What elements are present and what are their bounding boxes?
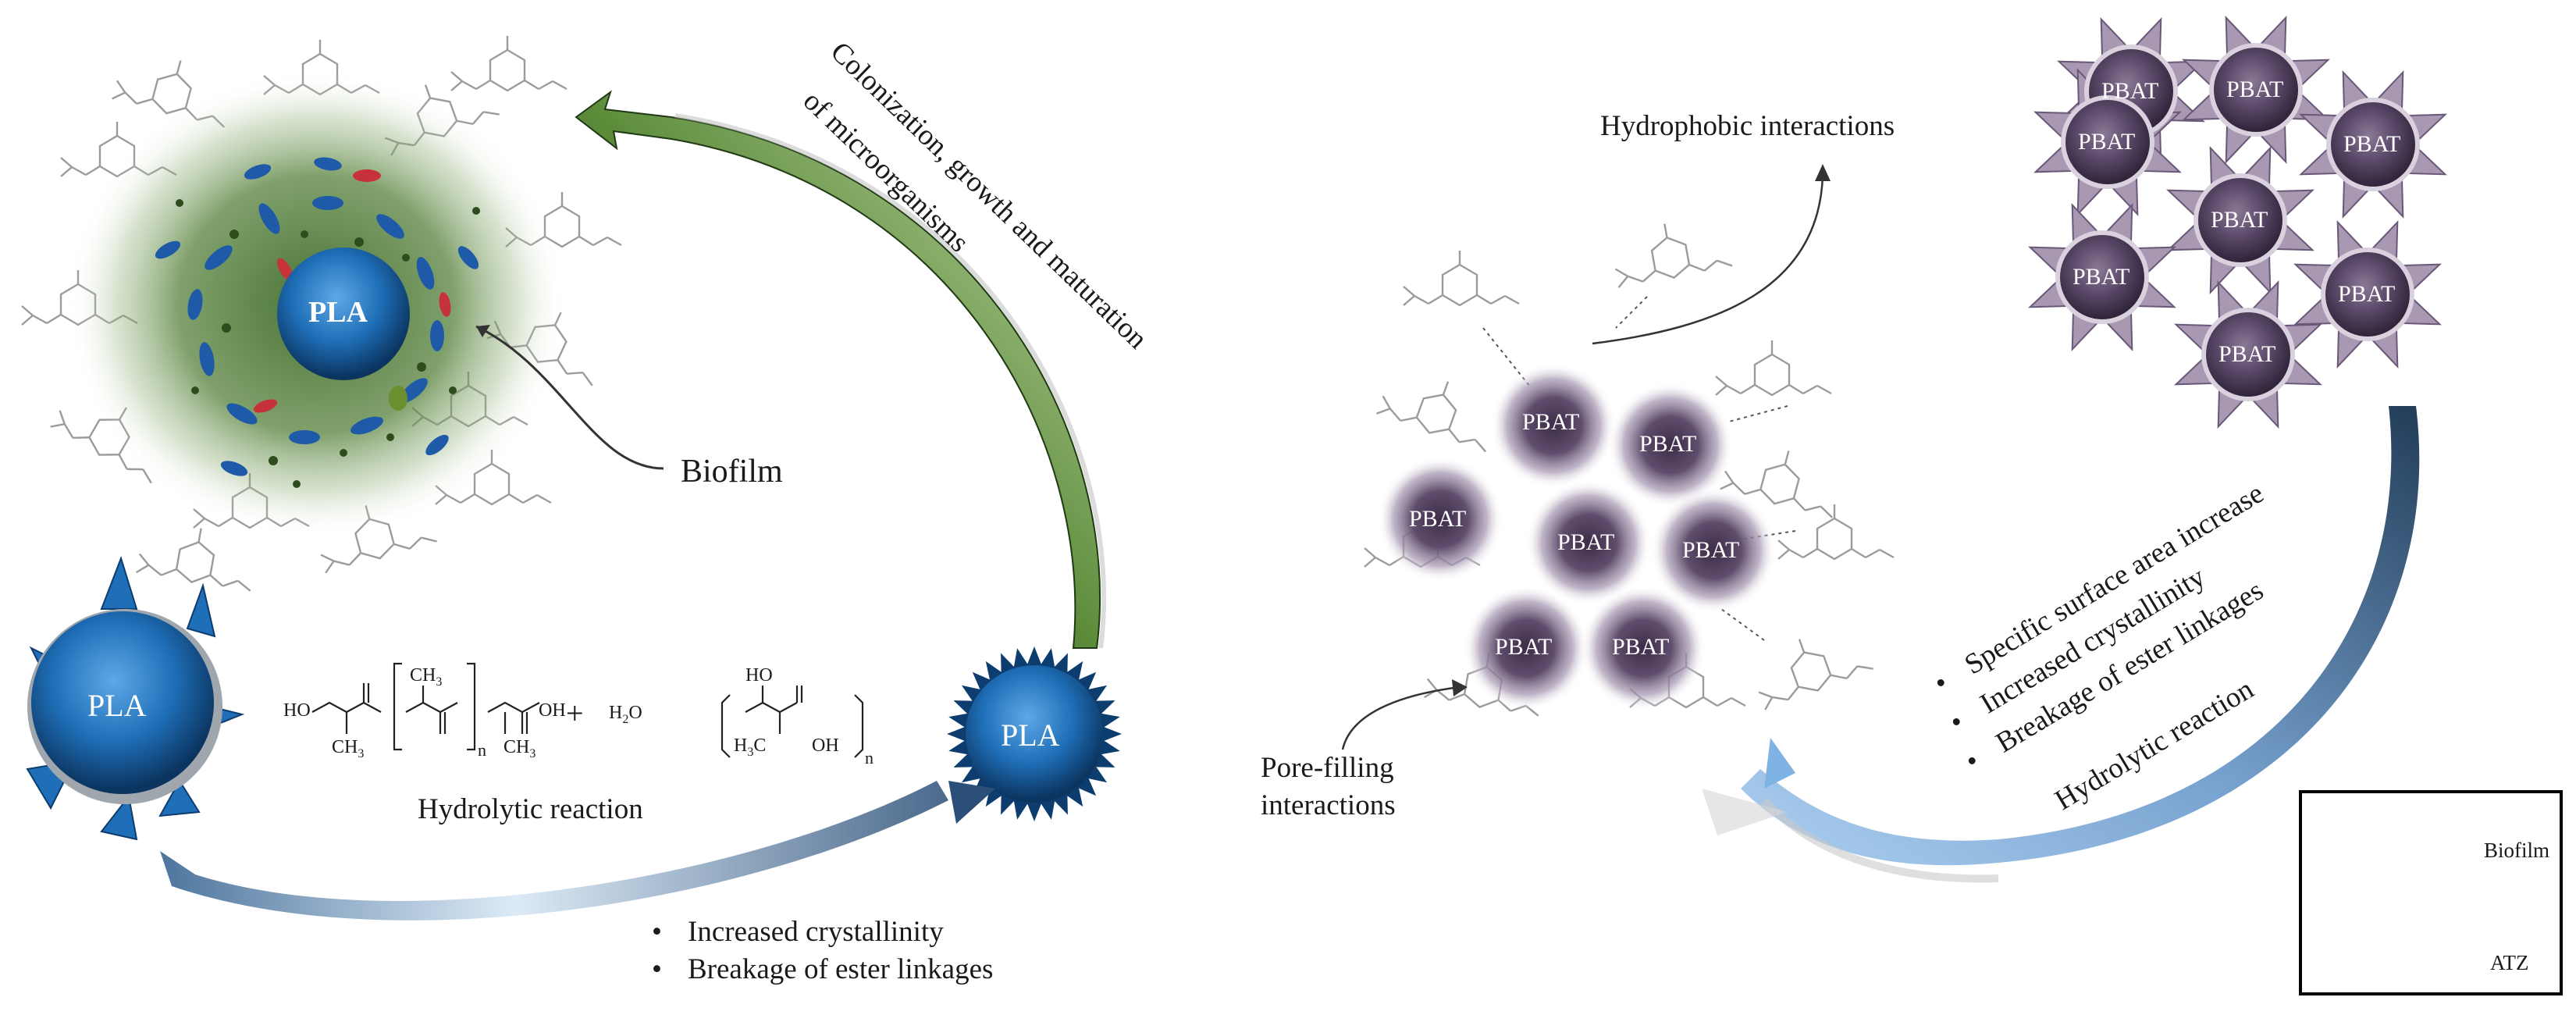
pbat-label: PBAT: [2078, 129, 2136, 155]
hydrophobic-interactions-label: Hydrophobic interactions: [1600, 110, 1895, 142]
pore-filling-label: interactions: [1261, 789, 1396, 821]
pbat-label: PBAT: [1409, 506, 1467, 532]
hydrophobic-pointer: [1592, 175, 1824, 345]
pbat-label: PBAT: [2226, 77, 2284, 102]
legend-atz-label: ATZ: [2490, 951, 2529, 974]
legend-biofilm-label: Biofilm: [2484, 839, 2550, 862]
hydrolysis-equation: [311, 662, 864, 758]
hydrolytic-arrow-left: [160, 781, 995, 921]
hydrolytic-reaction-label: Hydrolytic reaction: [418, 793, 643, 825]
pbat-label: PBAT: [1682, 537, 1740, 563]
pbat-label: PBAT: [1522, 409, 1580, 435]
pbat-label: PBAT: [2343, 131, 2401, 157]
biofilm-label: Biofilm: [681, 454, 783, 490]
pbat-label: PBAT: [2101, 78, 2159, 104]
hydrolytic-arrow-right: [1702, 406, 2420, 883]
pbat-core: [2214, 48, 2298, 132]
pbat-core: [2198, 178, 2282, 262]
pbat-label: PBAT: [2218, 341, 2276, 367]
pbat-core: [2065, 100, 2150, 184]
colonization-arrow: [575, 90, 1106, 649]
eq-text: CH3: [410, 665, 443, 689]
biofilm-pointer: [475, 325, 664, 470]
pbat-label: PBAT: [1495, 634, 1553, 660]
pbat-label: PBAT: [2338, 281, 2396, 307]
pbat-core: [2060, 235, 2144, 319]
eq-text: CH3: [503, 737, 536, 760]
eq-text: HO: [283, 700, 311, 721]
pbat-label: PBAT: [1612, 634, 1670, 660]
pbat-core: [2331, 102, 2415, 187]
pla-particle-fragmented: [26, 555, 245, 841]
pla-bullet: •Breakage of ester linkages: [652, 953, 994, 985]
eq-text: n: [478, 740, 486, 760]
eq-text: HO: [745, 665, 773, 686]
pbat-cluster-spiky: [2028, 16, 2447, 429]
pla-label-fragmented: PLA: [87, 688, 147, 723]
eq-text: OH: [812, 735, 839, 756]
biofilm-microbes: [155, 157, 480, 488]
eq-water: H2O: [609, 703, 642, 726]
pla-label-biofilm: PLA: [308, 296, 368, 329]
pla-bullet: •Increased crystallinity: [652, 916, 944, 948]
pbat-label: PBAT: [2211, 207, 2268, 233]
legend: [2299, 790, 2563, 995]
pbat-label: PBAT: [2073, 264, 2130, 290]
pbat-core: [2325, 252, 2410, 337]
pla-particle-biofilm: [277, 248, 410, 380]
pbat-core: [2206, 312, 2290, 397]
eq-text: H3C: [734, 735, 767, 759]
eq-text: n: [865, 748, 873, 767]
eq-text: CH3: [332, 737, 365, 760]
pla-label-spiky: PLA: [1001, 718, 1060, 753]
pore-filling-pointer: [1341, 686, 1461, 750]
eq-plus: +: [566, 696, 584, 731]
pla-particle-spiky: [947, 646, 1122, 821]
pbat-label: PBAT: [1639, 431, 1697, 457]
pbat-label: PBAT: [1557, 529, 1615, 555]
eq-text: OH: [539, 700, 566, 721]
pore-filling-label: Pore-filling: [1261, 752, 1394, 784]
pbat-cluster-fuzzy: [1378, 363, 1776, 710]
